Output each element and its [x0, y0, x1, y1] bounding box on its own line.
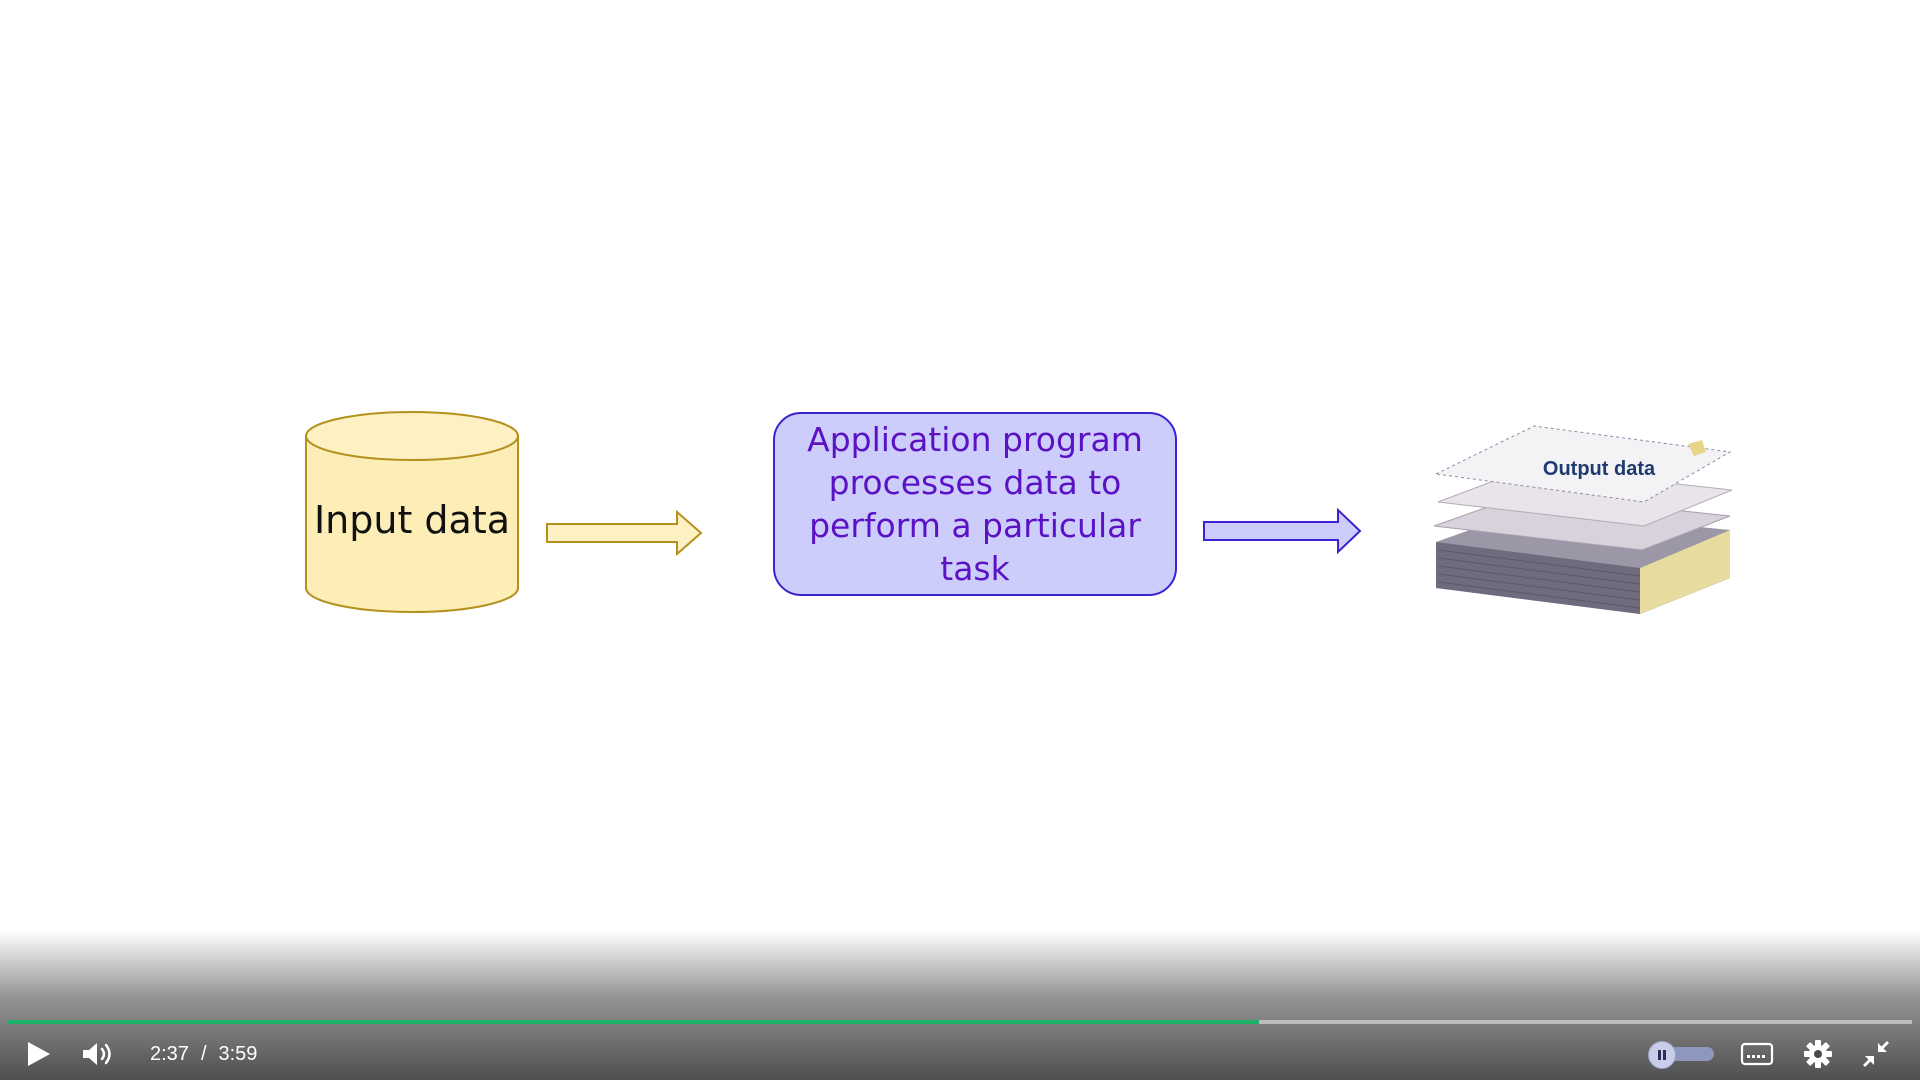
captions-button[interactable]: [1738, 1038, 1776, 1070]
controls-overlay: [0, 930, 1920, 1080]
output-data-paper-stack: Output data: [1430, 418, 1736, 614]
input-data-cylinder: Input data: [304, 410, 520, 616]
autoplay-toggle[interactable]: [1648, 1041, 1716, 1069]
play-button[interactable]: [20, 1036, 58, 1072]
process-label: Application program processes data to pe…: [807, 420, 1143, 588]
application-program-box: Application program processes data to pe…: [773, 412, 1177, 596]
duration: 3:59: [218, 1042, 258, 1065]
output-data-label: Output data: [1542, 458, 1656, 480]
input-data-label: Input data: [313, 498, 511, 542]
toggle-knob: [1648, 1041, 1676, 1069]
current-time: 2:37: [150, 1042, 189, 1065]
time-separator: /: [200, 1042, 207, 1065]
right-arrow-icon: [1203, 508, 1362, 554]
pause-icon: [1658, 1050, 1666, 1060]
right-arrow-icon: [546, 510, 703, 556]
captions-icon: [1740, 1042, 1774, 1066]
exit-fullscreen-button[interactable]: [1858, 1037, 1894, 1071]
volume-button[interactable]: [78, 1036, 118, 1072]
settings-button[interactable]: [1800, 1037, 1836, 1071]
time-display: 2:37 / 3:59: [150, 1040, 257, 1068]
progress-played: [8, 1020, 1259, 1024]
exit-fullscreen-icon: [1863, 1041, 1889, 1067]
volume-icon: [83, 1043, 111, 1065]
settings-icon: [1804, 1040, 1832, 1068]
progress-bar[interactable]: [8, 1020, 1912, 1024]
play-icon: [28, 1042, 50, 1066]
